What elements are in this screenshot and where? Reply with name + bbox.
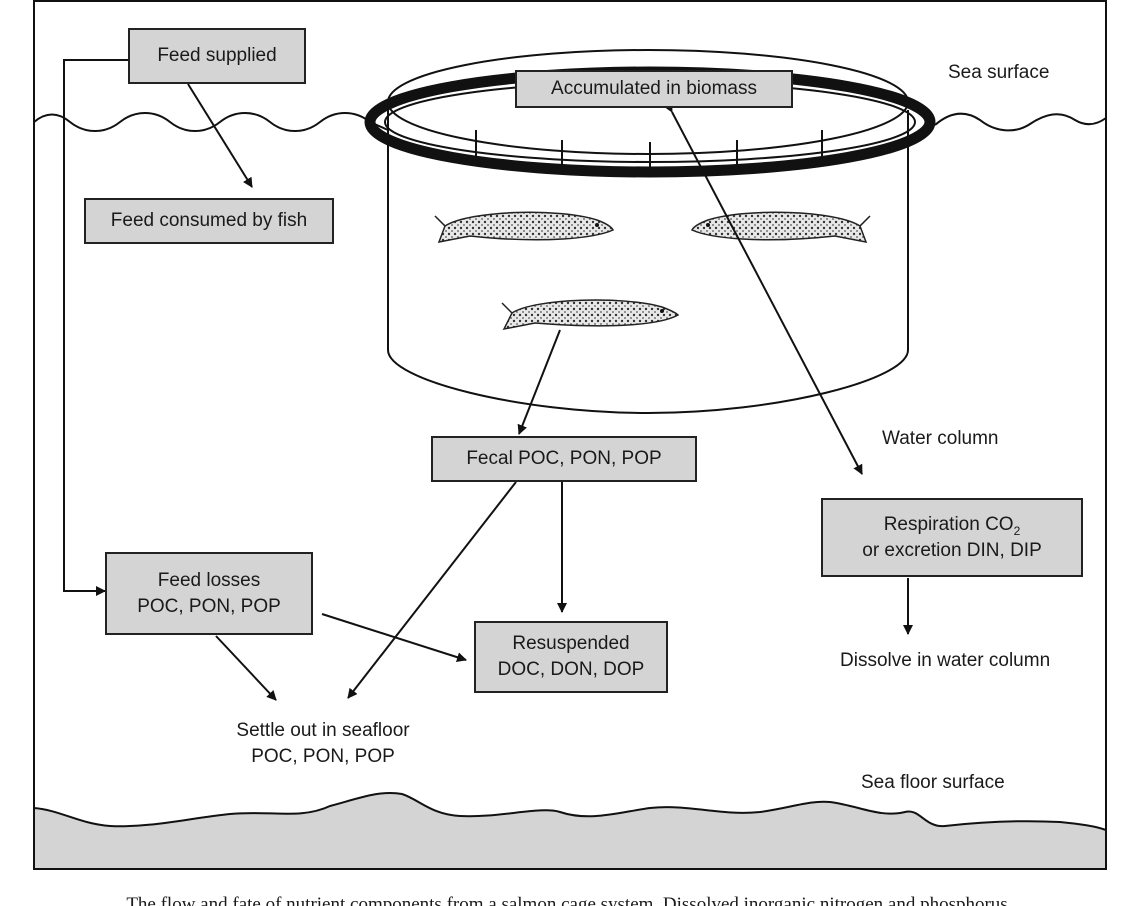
box-feed-losses: Feed losses POC, PON, POP [105,552,313,635]
settle-line1: Settle out in seafloor [236,720,410,741]
arrow-biomass-respiration [661,99,863,475]
figure-caption: The flow and fate of nutrient components… [0,890,1134,906]
label-sea-surface: Sea surface [948,62,1050,83]
label-sea-floor: Sea floor surface [861,772,1005,793]
salmon-fish-right [690,211,871,243]
fecal-text: Fecal POC, PON, POP [466,448,662,469]
box-fecal: Fecal POC, PON, POP [431,436,697,482]
label-settle-out: Settle out in seafloor POC, PON, POP [202,718,444,770]
feed-consumed-text: Feed consumed by fish [110,210,308,231]
salmon-fish-center [501,299,680,331]
arrow-feed-to-losses [63,59,128,596]
figure-caption-text: The flow and fate of nutrient components… [126,894,1008,906]
respiration-line1: Respiration CO2 [884,512,1021,538]
resuspended-line2: DOC, DON, DOP [497,659,645,680]
accumulated-text: Accumulated in biomass [551,78,757,99]
sea-surface-wave-right [934,112,1107,132]
sea-floor [33,791,1107,870]
box-feed-consumed: Feed consumed by fish [84,198,334,244]
label-dissolve: Dissolve in water column [840,650,1051,671]
respiration-subscript: 2 [1013,523,1021,538]
box-resuspended: Resuspended DOC, DON, DOP [474,621,668,693]
settle-line2: POC, PON, POP [251,746,395,767]
label-water-column: Water column [882,428,999,449]
resuspended-line1: Resuspended [512,633,630,654]
feed-losses-line2: POC, PON, POP [137,595,281,617]
feed-supplied-text: Feed supplied [157,45,277,66]
box-respiration: Respiration CO2 or excretion DIN, DIP [821,498,1083,577]
feed-losses-line1: Feed losses [157,569,261,591]
respiration-prefix: Respiration CO [883,513,1014,535]
arrow-fecal-to-seafloor [347,481,517,699]
salmon-fish-left [434,211,615,243]
arrow-fish-to-fecal [517,329,561,435]
arrow-feed-to-consumed [187,83,253,188]
box-accumulated-biomass: Accumulated in biomass [515,70,793,108]
sea-surface-wave-left [33,112,389,132]
respiration-line2: or excretion DIN, DIP [862,539,1042,561]
box-feed-supplied: Feed supplied [128,28,306,84]
arrow-losses-to-seafloor [215,635,277,701]
arrow-losses-to-resuspended [321,613,467,663]
